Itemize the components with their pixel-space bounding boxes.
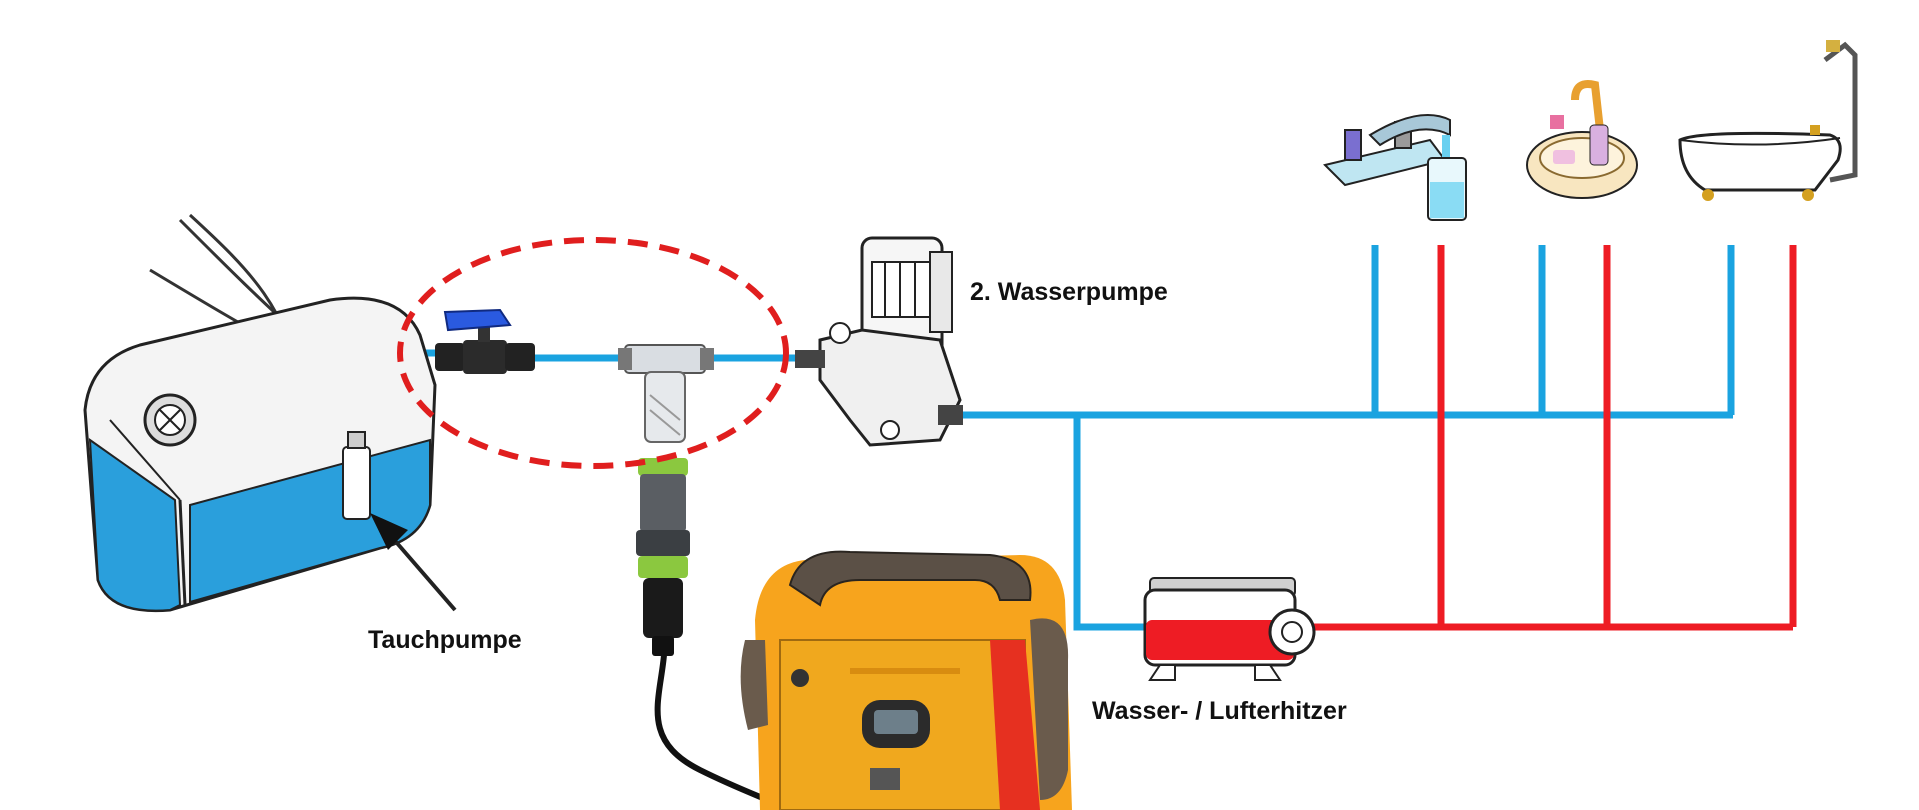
bathtub-foot (1702, 189, 1714, 201)
power-station-handle (788, 550, 1032, 607)
water-tank (83, 213, 437, 613)
pointer-arrowhead (370, 513, 408, 550)
ball-valve (435, 308, 535, 374)
water-pump (795, 236, 963, 447)
pump-inlet (795, 350, 825, 368)
tee-end (700, 348, 714, 370)
pump-mount (880, 420, 900, 440)
filter-mesh (649, 409, 681, 436)
tee-fitting (624, 344, 706, 374)
tank-edge (109, 419, 181, 501)
connector-body (640, 474, 686, 532)
tank-edge (178, 499, 187, 606)
power-station-socket (870, 768, 900, 790)
heater-red-stripe (1146, 620, 1294, 660)
valve-body (463, 340, 507, 374)
pump2-label: 2. Wasserpumpe (970, 278, 1168, 306)
filter-mesh (649, 394, 681, 421)
glass-water (1430, 182, 1464, 218)
cold-pipe-to-heater (1073, 415, 1145, 631)
submersible-pump (342, 431, 371, 520)
heater-label: Wasser- / Lufterhitzer (1092, 697, 1347, 725)
bathtub (1678, 40, 1858, 201)
power-station-bumper (1030, 618, 1069, 800)
power-station-vent (850, 668, 960, 674)
connector-plug-tip (652, 636, 674, 656)
kitchen-faucet (1323, 114, 1467, 221)
portable-power-station (740, 550, 1072, 810)
tee-with-filter (618, 344, 714, 443)
power-station-bumper (740, 640, 768, 730)
tank-water (88, 437, 182, 612)
garden-hose-connector (636, 458, 690, 656)
pump-bracket (929, 251, 953, 333)
tank-cap (159, 409, 181, 431)
basin-tap (1571, 80, 1604, 131)
pump-outlet (938, 405, 963, 425)
heater-outlet (1281, 621, 1303, 643)
shower-head-icon (1826, 40, 1840, 52)
bathtub-foot (1802, 189, 1814, 201)
wash-basin (1526, 80, 1638, 199)
submersible-pump-label: Tauchpumpe (368, 626, 522, 654)
connector-collar (638, 458, 688, 476)
valve-fitting (435, 343, 465, 371)
connector-plug (643, 578, 683, 638)
faucet-spout (1368, 114, 1451, 147)
submersible-pump-top (347, 431, 366, 449)
submersible-pump-body (342, 446, 371, 520)
pump-mount (829, 322, 851, 344)
power-button-icon (791, 669, 809, 687)
connector-collar (638, 556, 688, 578)
soap-bar (1553, 150, 1575, 164)
power-station-side (990, 640, 1040, 810)
basin-inner (1539, 137, 1625, 179)
power-station-display (874, 710, 918, 734)
highlight-ellipse (397, 237, 789, 469)
water-air-heater (1143, 577, 1316, 681)
heater-foot (1254, 664, 1282, 681)
basin-tap-handle (1550, 115, 1564, 129)
pump-head (818, 328, 962, 447)
valve-fitting (505, 343, 535, 371)
hot-water-pipes (1308, 245, 1797, 631)
bathtub-body (1678, 131, 1842, 192)
tee-end (618, 348, 632, 370)
faucet-handle (1344, 129, 1362, 161)
pointer-line (388, 533, 457, 612)
bathtub-rim (1679, 137, 1841, 146)
heater-foot (1148, 664, 1176, 681)
submersible-pump-pointer (370, 513, 457, 612)
bathtub-tap (1810, 125, 1820, 135)
soap-bottle (1589, 124, 1609, 166)
connector-grip (636, 530, 690, 556)
valve-handle (443, 308, 512, 332)
